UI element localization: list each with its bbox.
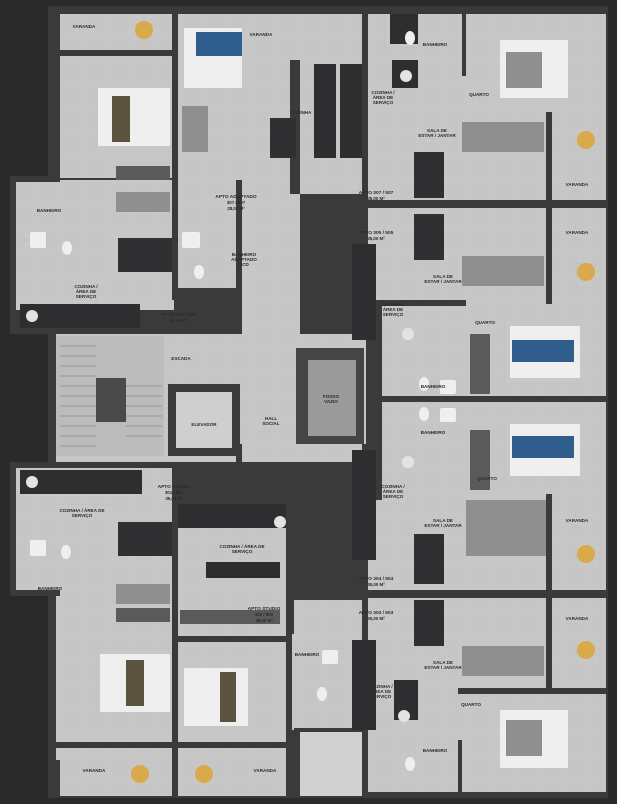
unit-title-304: APTO 304 / 504 <box>358 577 394 583</box>
room-label-cozinha-area-tr: COZINHA / ÁREA DE SERVIÇO <box>371 90 395 106</box>
room-label-quarto-r4: QUARTO <box>477 476 497 481</box>
room-label-cozinha-area-r4: COZINHA / ÁREA DE SERVIÇO <box>381 484 405 500</box>
balcony-tables <box>131 21 595 783</box>
room-label-cozinha-area-l2: COZINHA / ÁREA DE SERVIÇO <box>59 508 105 519</box>
room-label-elevador: ELEVADOR <box>191 422 217 427</box>
room-label-banheiro-l2: BANHEIRO <box>37 586 63 591</box>
room-label-escada: ESCADA <box>171 356 191 361</box>
room-label-varanda-r1: VARANDA <box>565 182 589 187</box>
room-label-banheiro-r4: BANHEIRO <box>420 430 446 435</box>
unit-title-adaptado: APTO ADAPTADO <box>215 195 257 201</box>
room-label-banheiro-r3: BANHEIRO <box>420 384 446 389</box>
unit-title-302: APTO STUDIO <box>247 607 281 613</box>
unit-area-302: 28,00 m² <box>255 617 273 623</box>
room-label-varanda-r5: VARANDA <box>565 518 589 523</box>
room-label-cozinha-area-c2: COZINHA / ÁREA DE SERVIÇO <box>219 544 265 555</box>
room-label-banheiro-br: BANHEIRO <box>422 748 448 753</box>
room-label-banheiro-tr: BANHEIRO <box>422 42 448 47</box>
room-label-hall: HALL SOCIAL <box>262 416 280 427</box>
unit-area-308: 35,00 m² <box>169 318 187 324</box>
unit-area-adaptado: 28,00 m² <box>227 205 245 211</box>
room-label-cozinha-area-r2: COZINHA / ÁREA DE SERVIÇO <box>381 302 405 318</box>
room-label-sala-r2: SALA DE ESTAR / JANTAR <box>424 274 462 285</box>
room-label-varanda-r2: VARANDA <box>565 230 589 235</box>
room-label-sala-r6: SALA DE ESTAR / JANTAR <box>424 660 462 671</box>
unit-area-301: 35,00 m² <box>165 495 183 501</box>
room-label-cozinha-area-c3: COZINHA / ÁREA DE SERVIÇO <box>369 684 393 700</box>
room-label-varanda-r6: VARANDA <box>565 616 589 621</box>
beds <box>98 28 580 768</box>
dining-tables <box>118 118 444 646</box>
room-label-quarto-br: QUARTO <box>461 702 481 707</box>
room-label-banheiro-pcd: BANHEIRO ADAPTADO PCD <box>231 252 257 268</box>
room-label-varanda-bl: VARANDA <box>82 768 106 773</box>
unit-title-308: APTO 308 / 508 <box>160 313 196 319</box>
unit-sub-301: 301 / 501 <box>164 490 184 496</box>
room-label-banheiro-l1: BANHEIRO <box>36 208 62 213</box>
appliances <box>26 70 414 722</box>
staircase <box>56 336 164 456</box>
unit-title-307: APTO 307 / 507 <box>358 191 394 197</box>
unit-area-305: 35,00 m² <box>367 236 385 242</box>
room-label-quarto-tr: QUARTO <box>469 92 489 97</box>
room-label-banheiro-c3: BANHEIRO <box>294 652 320 657</box>
interior-walls <box>10 10 606 796</box>
room-label-varanda-top2: VARANDA <box>249 32 273 37</box>
unit-area-304: 35,00 m² <box>367 582 385 588</box>
room-label-sala-r5: SALA DE ESTAR / JANTAR <box>424 518 462 529</box>
room-label-fosso: FOSSO VAZIO <box>322 394 340 405</box>
unit-sub-adaptado: 307 / 507 <box>226 200 246 206</box>
unit-area-303: 35,00 m² <box>367 616 385 622</box>
room-label-quarto-r2: QUARTO <box>475 320 495 325</box>
sofas <box>116 106 546 676</box>
kitchen-cabinets <box>20 14 418 730</box>
wardrobes <box>116 166 490 624</box>
room-label-varanda-bl2: VARANDA <box>253 768 277 773</box>
room-label-varanda-tl: VARANDA <box>72 24 96 29</box>
unit-title-305: APTO 305 / 505 <box>358 231 394 237</box>
unit-sub-302: 302 / 502 <box>254 612 274 618</box>
room-label-sala-tr: SALA DE ESTAR / JANTAR <box>418 128 456 139</box>
unit-title-301: APTO STUDIO <box>157 485 191 491</box>
unit-area-307: 35,00 m² <box>367 196 385 202</box>
bathroom-fixtures <box>30 31 456 771</box>
unit-title-303: APTO 303 / 503 <box>358 611 394 617</box>
room-label-cozinha-area-l1: COZINHA / ÁREA DE SERVIÇO <box>74 284 98 300</box>
room-label-cozinha-top: COZINHA <box>290 110 312 115</box>
